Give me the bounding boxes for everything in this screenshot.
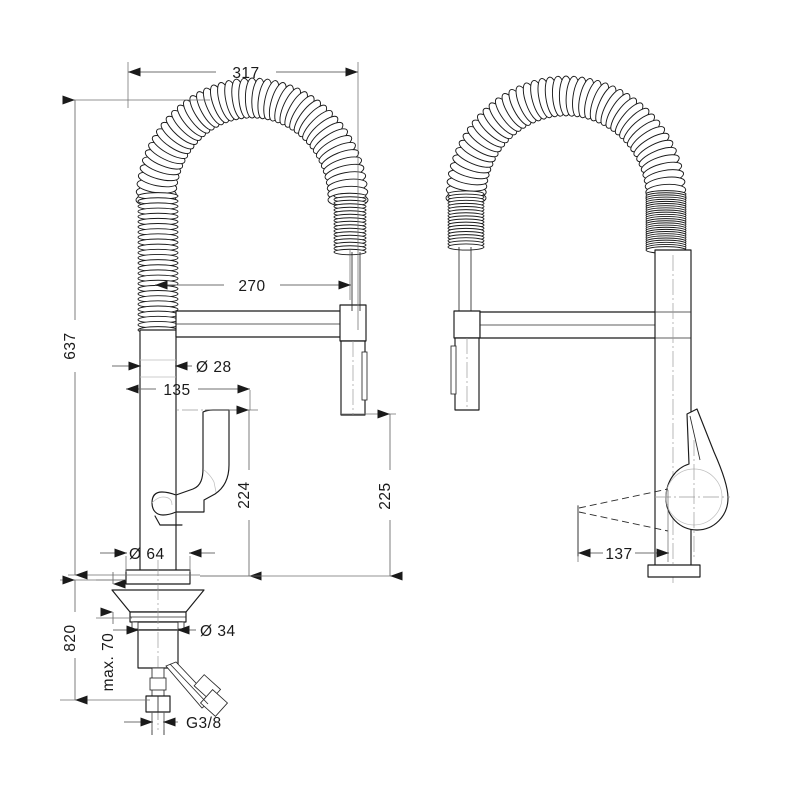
dim-label-34: Ø 34 — [200, 623, 236, 640]
side-coil-right-stack — [645, 190, 687, 254]
branch-end-nut — [199, 689, 229, 717]
nut-right — [177, 621, 185, 630]
dim-label-max70: max. 70 — [100, 633, 117, 692]
nut-left — [131, 621, 139, 630]
front-body-column — [139, 329, 177, 576]
branch-centerline — [169, 663, 209, 705]
lever-inner-curve — [203, 469, 217, 493]
lever-body — [175, 409, 230, 513]
coil-turn — [447, 243, 485, 251]
branch-hose — [165, 661, 229, 717]
side-view-group — [445, 75, 730, 585]
side-spring-coil-assembly — [445, 75, 687, 254]
dim-label-g38: G3/8 — [186, 715, 222, 732]
dim-label-270: 270 — [238, 278, 265, 295]
dim-label-135: 135 — [163, 382, 190, 399]
front-lever-handle — [151, 409, 230, 526]
side-lever-crease — [689, 415, 701, 461]
coil-left-stack — [137, 192, 179, 334]
front-mounting-assembly — [111, 560, 229, 735]
side-head-collar — [453, 310, 481, 339]
front-spout-arm — [175, 310, 345, 338]
side-coil-arch — [445, 75, 687, 206]
lever-under-edge — [154, 515, 183, 526]
dim-label-28: Ø 28 — [196, 359, 232, 376]
dimension-annotations: 317 637 270 Ø 28 135 224 225 — [60, 62, 669, 732]
lever-hub — [151, 491, 177, 516]
dim-label-225: 225 — [377, 482, 394, 509]
side-coil-left-stack — [447, 190, 485, 251]
swing-dash-lower — [578, 511, 669, 532]
side-head-button — [450, 345, 457, 395]
body-tube — [139, 329, 177, 576]
side-base-plate — [647, 564, 701, 578]
swing-dash-upper — [578, 488, 669, 509]
front-spray-head — [339, 252, 368, 416]
dim-label-224: 224 — [236, 481, 253, 508]
lever-hub-faint — [151, 496, 173, 506]
dim-label-637: 637 — [62, 332, 79, 359]
spray-head-collar — [339, 304, 367, 342]
spray-head-button — [361, 351, 368, 401]
dim-label-137: 137 — [605, 546, 632, 563]
dim-label-820: 820 — [62, 624, 79, 651]
dim-label-64: Ø 64 — [129, 546, 165, 563]
hose-ferrule — [149, 677, 167, 691]
coil-right-stack — [333, 192, 367, 256]
dim-label-317: 317 — [232, 65, 259, 82]
side-spray-head — [450, 247, 481, 411]
side-lever-body — [665, 408, 729, 531]
